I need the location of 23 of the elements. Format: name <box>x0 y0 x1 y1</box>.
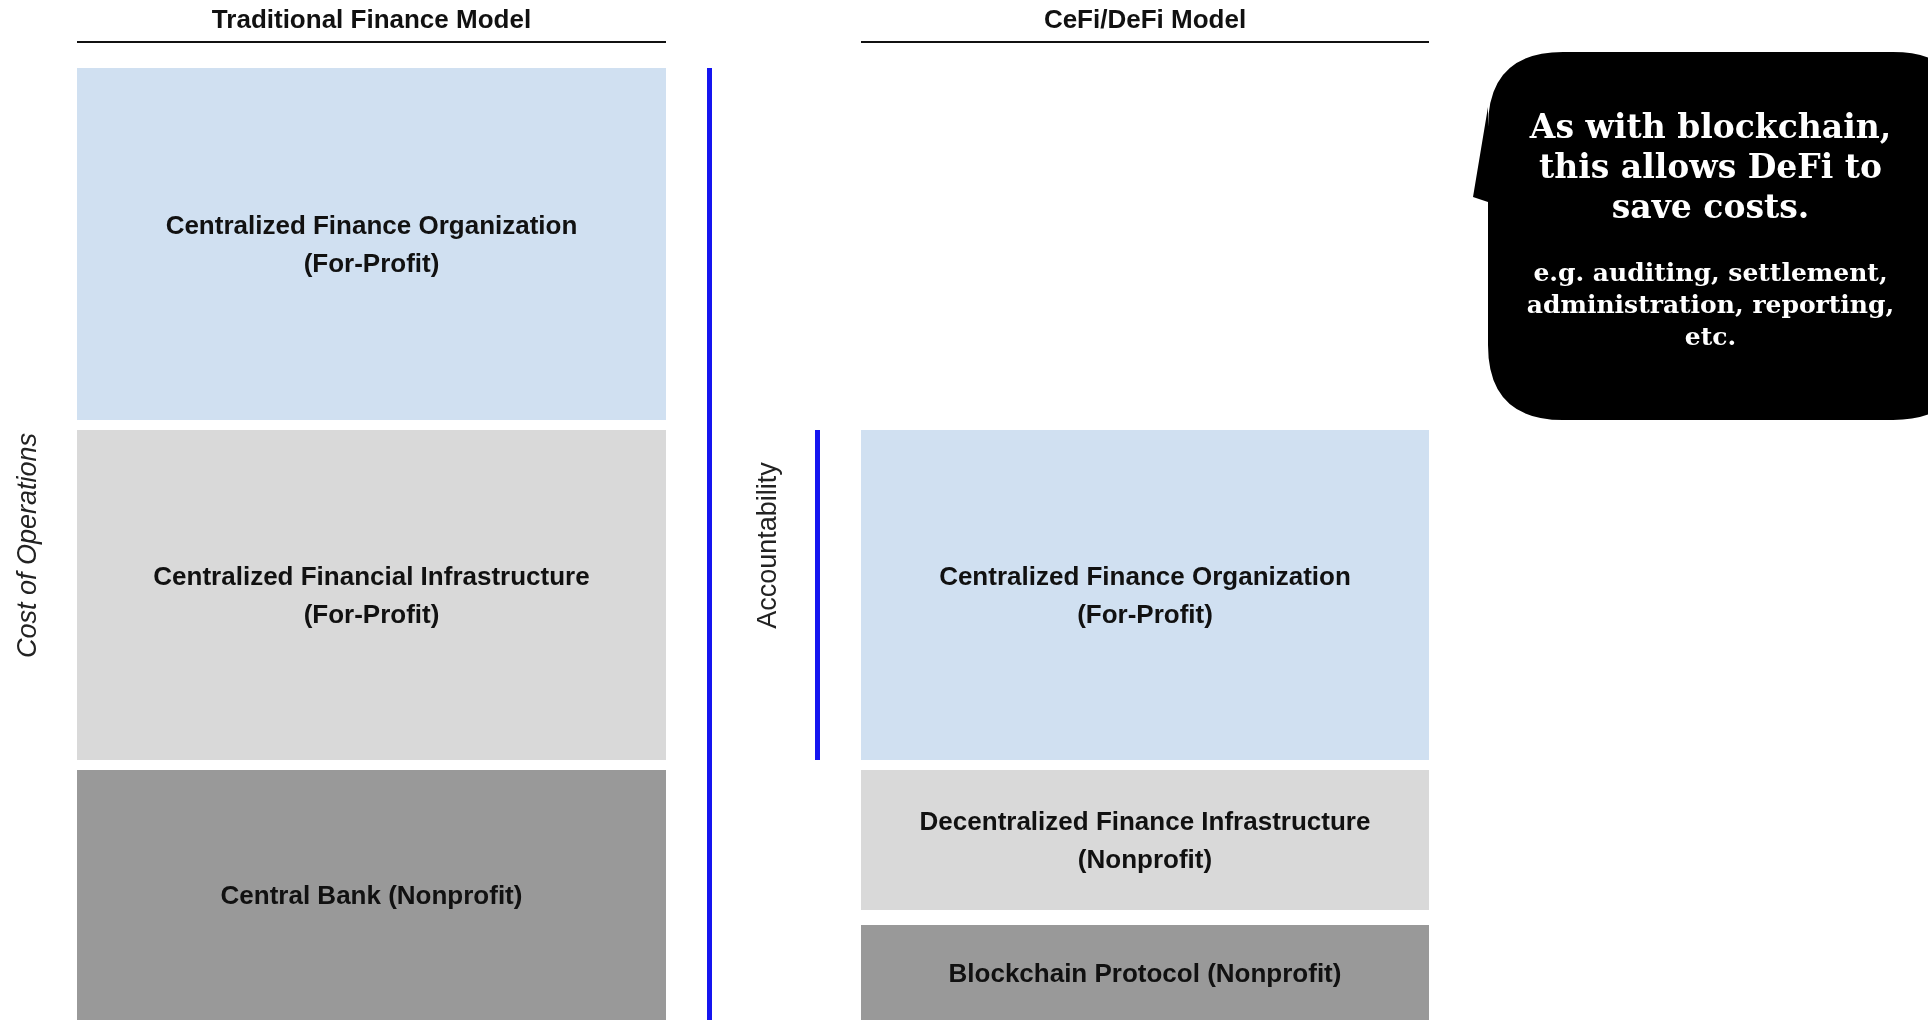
column-heading: Traditional Finance Model <box>77 4 666 43</box>
speech-bubble <box>1473 52 1928 420</box>
layer-subtitle: (For-Profit) <box>303 247 440 280</box>
layer-subtitle: (Nonprofit) <box>1077 843 1213 876</box>
layer-title: Centralized Financial Infrastructure <box>153 560 590 593</box>
layer-box <box>77 430 666 760</box>
layer-box <box>77 770 666 1020</box>
axis-label: Accountability <box>751 461 783 629</box>
layer-title: Centralized Finance Organization <box>939 560 1351 593</box>
layer-title: Decentralized Finance Infrastructure <box>919 805 1371 838</box>
layer-box <box>861 925 1429 1020</box>
layer-subtitle: (For-Profit) <box>303 598 440 631</box>
layer-title: Centralized Finance Organization <box>165 209 578 242</box>
layer-subtitle: (For-Profit) <box>1077 598 1213 631</box>
bubble-heading: As with blockchain, this allows DeFi to save costs. <box>1528 107 1893 227</box>
layer-title: Blockchain Protocol (Nonprofit) <box>948 956 1342 990</box>
layer-box <box>861 430 1429 760</box>
bubble-text: e.g. auditing, settlement, administration, reporting, etc. <box>1525 257 1896 353</box>
layer-box <box>77 68 666 420</box>
layer-title: Central Bank (Nonprofit) <box>220 879 523 912</box>
layer-box <box>861 770 1429 910</box>
axis-label: Cost of Operations <box>11 432 43 658</box>
column-heading: CeFi/DeFi Model <box>861 4 1429 43</box>
